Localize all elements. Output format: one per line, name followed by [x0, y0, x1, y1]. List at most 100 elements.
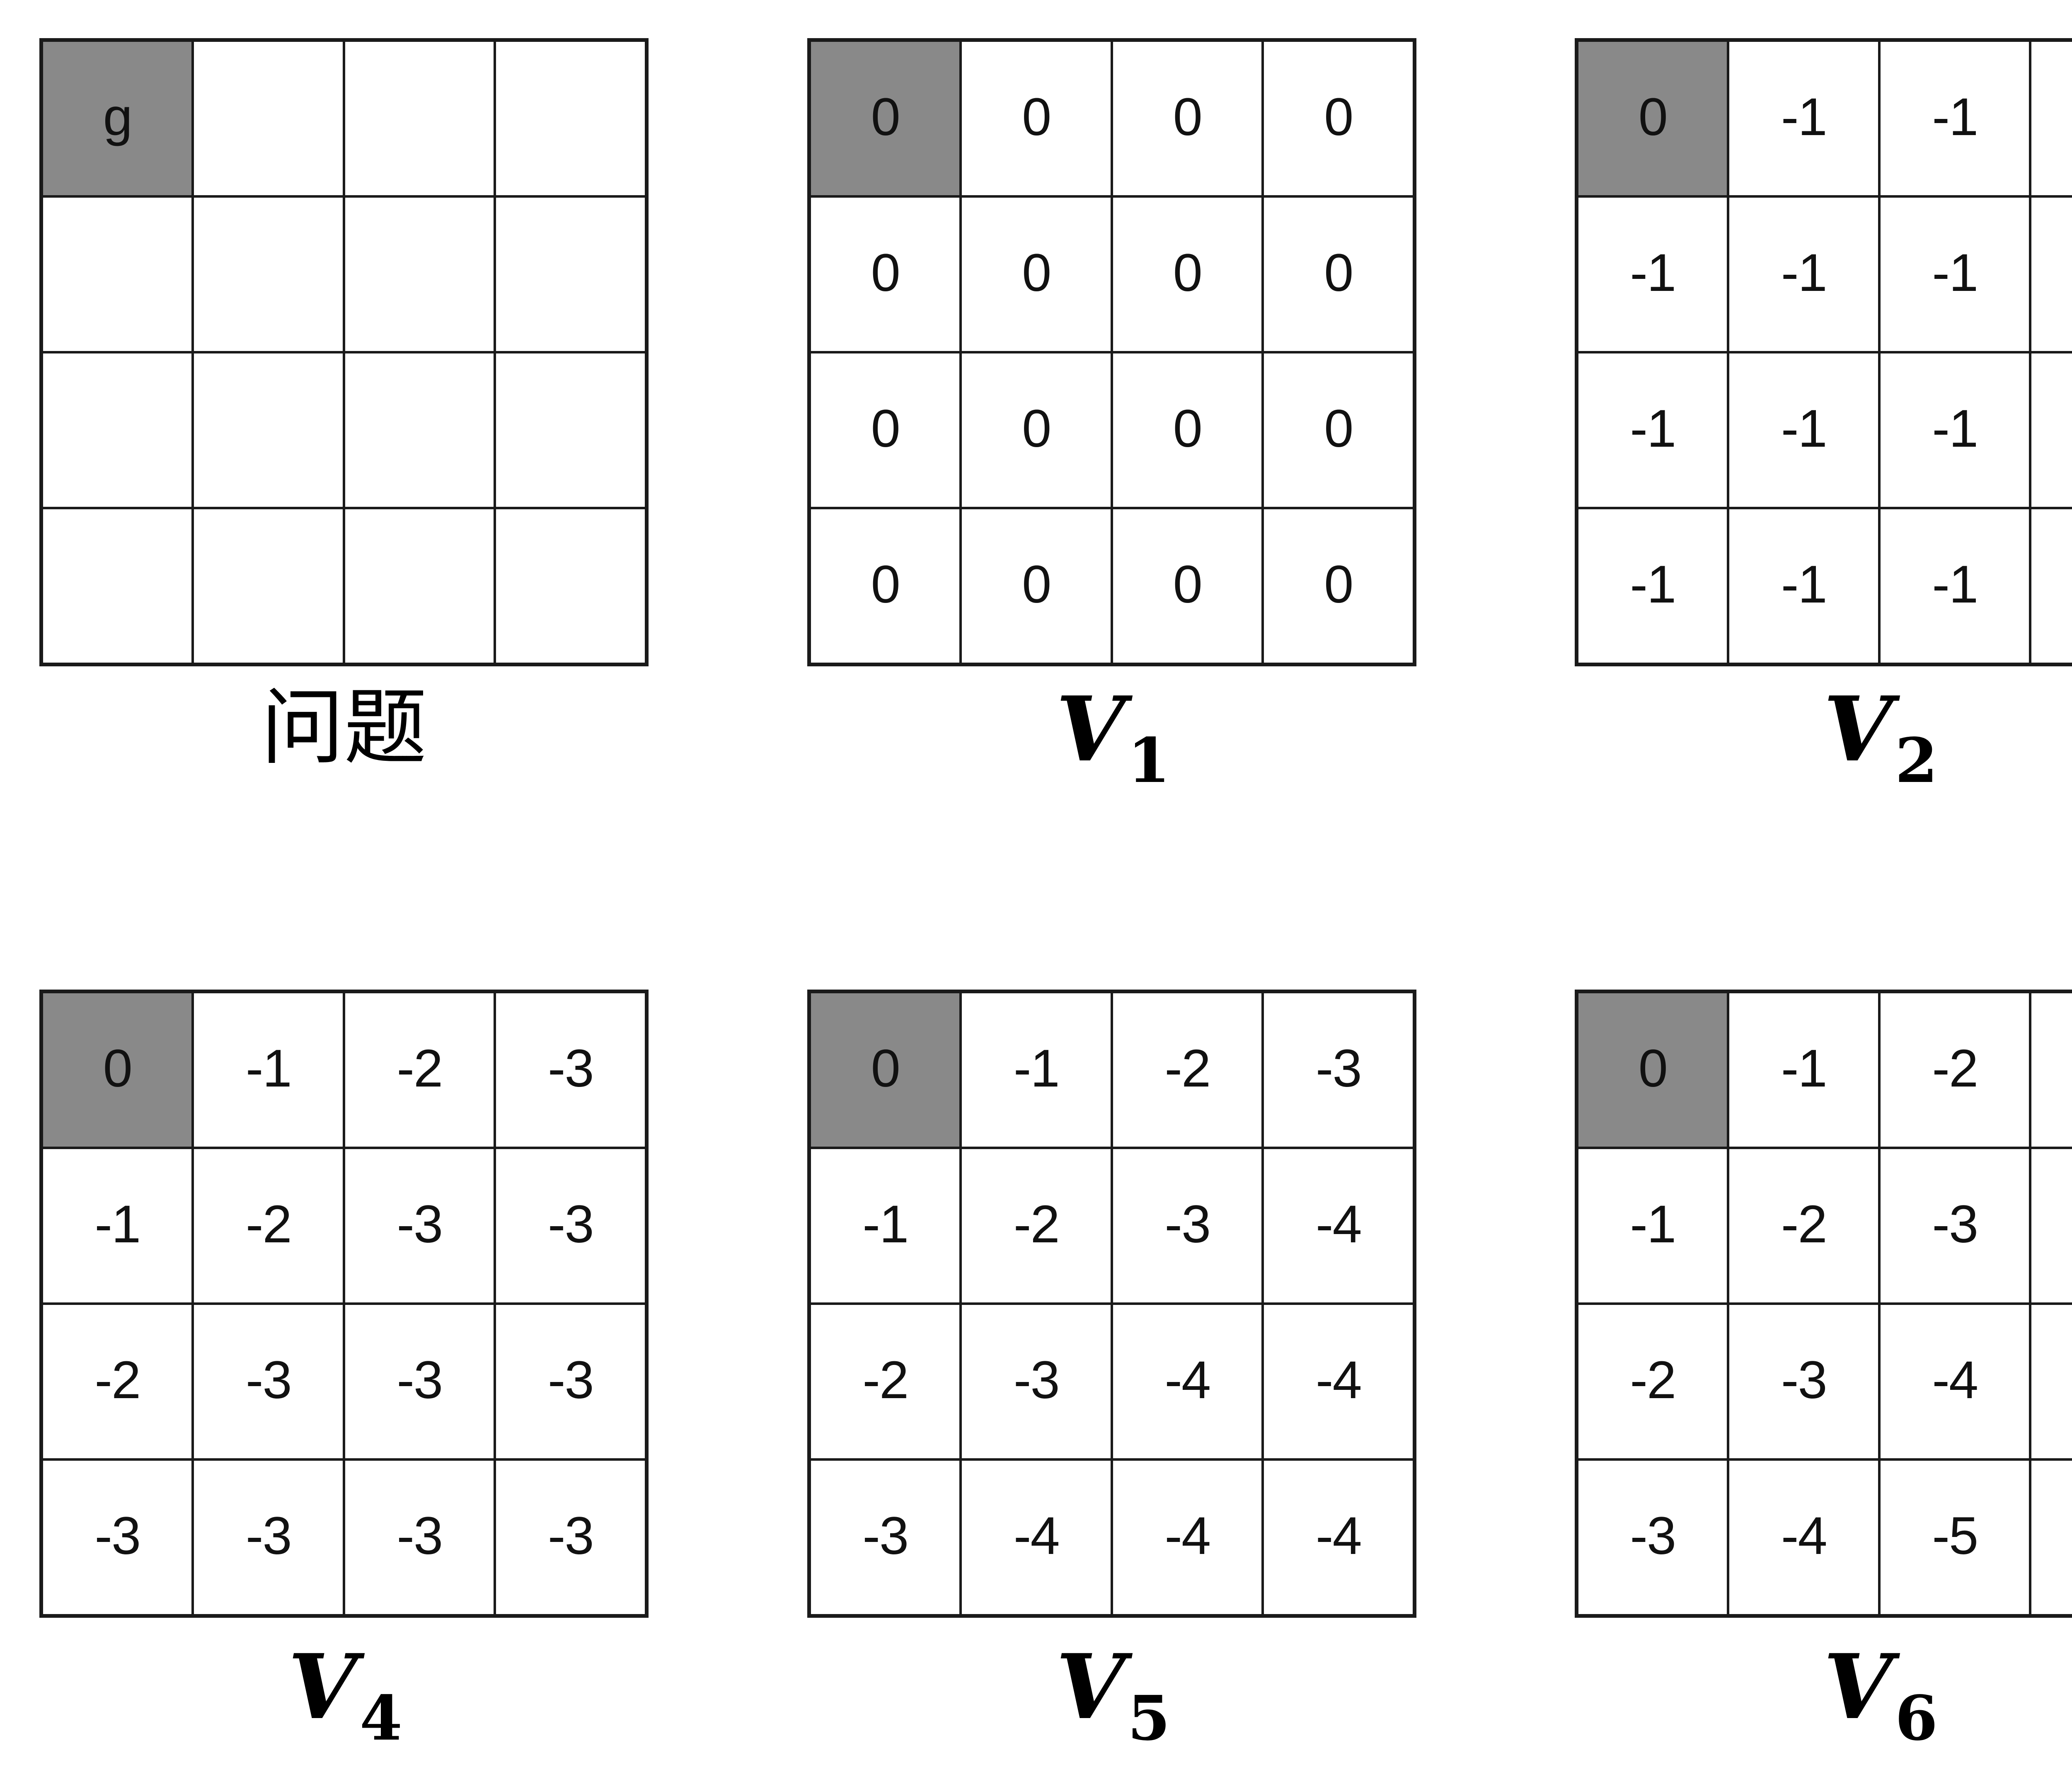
grid-cell	[342, 195, 496, 353]
grid-cell: -5	[1878, 1458, 2032, 1617]
grid-cell: -4	[959, 1458, 1113, 1617]
grid-cell: -3	[1261, 990, 1416, 1149]
grid-cell: -2	[1878, 990, 2032, 1149]
caption-symbol: V	[1056, 1634, 1125, 1739]
value-grid-v2: 0-1-1-1-1-1-1-1-1-1-1-1-1-1-1-1	[1575, 38, 2072, 666]
cell-value: -2	[1781, 1195, 1828, 1254]
grid-cell: -1	[2029, 351, 2072, 509]
grid-cell: -3	[494, 1302, 648, 1461]
grid-cell: 0	[959, 195, 1113, 353]
grid-cell: -1	[1575, 195, 1730, 353]
cell-value: 0	[1022, 243, 1051, 303]
cell-value	[44, 199, 190, 247]
grid-cell-start: 0	[1575, 39, 1730, 198]
cell-value: -4	[1315, 1350, 1362, 1410]
grid-cell: 0	[1110, 39, 1264, 198]
grid-cell: -1	[40, 1147, 194, 1305]
grid-row: -1-1-1-1	[1575, 507, 2072, 666]
cell-value	[195, 355, 341, 402]
cell-value	[346, 511, 493, 558]
grid-cell: -3	[342, 1147, 496, 1305]
grid-cell	[191, 351, 345, 509]
cell-value: 0	[1173, 399, 1203, 458]
grid-cell: 0	[1261, 195, 1416, 353]
cell-value: 0	[1324, 555, 1353, 614]
grid-row: -1-2-3-4	[808, 1147, 1416, 1305]
cell-value: -4	[1932, 1350, 1978, 1410]
cell-value	[497, 511, 644, 558]
caption-symbol: V	[288, 1634, 357, 1739]
cell-value: -3	[1164, 1195, 1211, 1254]
grid-cell: -3	[1727, 1302, 1881, 1461]
grid-cell-start: 0	[808, 990, 962, 1149]
grid-row	[40, 351, 648, 509]
cell-value: -3	[397, 1195, 443, 1254]
cell-value: -3	[547, 1506, 594, 1566]
grid-row: g	[40, 39, 648, 198]
cell-value	[497, 42, 644, 91]
cell-value: -1	[1013, 1039, 1060, 1098]
cell-value: -3	[1630, 1506, 1676, 1566]
grid-caption-v2: V2	[1575, 685, 2072, 791]
cell-value: 0	[1638, 87, 1668, 147]
grid-panel-v2: 0-1-1-1-1-1-1-1-1-1-1-1-1-1-1-1V2	[1575, 38, 2072, 791]
cell-value: 0	[103, 1039, 133, 1098]
cell-value: -3	[2033, 994, 2072, 1095]
grid-row: -1-2-3-4	[1575, 1147, 2072, 1305]
grid-row: 0-1-1-1	[1575, 39, 2072, 198]
grid-row: -2-3-4-4	[808, 1302, 1416, 1461]
cell-value	[44, 355, 190, 402]
cell-value	[497, 355, 644, 402]
caption-subscript: 1	[1127, 724, 1170, 796]
grid-cell: -4	[1261, 1458, 1416, 1617]
cell-value: -4	[1781, 1506, 1828, 1566]
grid-cell: -1	[2029, 195, 2072, 353]
grid-cell: -1	[1727, 507, 1881, 666]
cell-value: -1	[1932, 87, 1978, 147]
value-grid-problem: g	[39, 38, 649, 666]
grid-cell: -3	[494, 1147, 648, 1305]
grid-row: 0-1-2-3	[40, 990, 648, 1149]
grid-cell	[342, 351, 496, 509]
cell-value: -3	[547, 1350, 594, 1410]
cell-value: 0	[1324, 243, 1353, 303]
grid-cell: -3	[342, 1302, 496, 1461]
cell-value: -1	[1630, 243, 1676, 303]
grid-cell: 0	[959, 507, 1113, 666]
cell-value	[195, 199, 341, 247]
caption-symbol: V	[1823, 1634, 1893, 1739]
grid-cell-start: 0	[40, 990, 194, 1149]
grid-cell: -1	[1727, 990, 1881, 1149]
grid-cell	[40, 507, 194, 666]
cell-value: -5	[2033, 1306, 2072, 1407]
cell-value: 0	[871, 1039, 900, 1098]
cell-value: -3	[1781, 1350, 1828, 1410]
grid-cell: 0	[1261, 351, 1416, 509]
grid-row: -1-1-1-1	[1575, 195, 2072, 353]
caption-subscript: 5	[1127, 1682, 1170, 1754]
cell-value: 0	[871, 243, 900, 303]
cell-value	[346, 355, 493, 402]
grid-cell: -1	[1878, 195, 2032, 353]
cell-value	[497, 199, 644, 247]
cell-value: 0	[1022, 555, 1051, 614]
grid-cell	[40, 195, 194, 353]
grid-row	[40, 507, 648, 666]
grid-cell: -4	[2029, 1147, 2072, 1305]
cell-value: 0	[1173, 87, 1203, 147]
cell-value: -1	[2033, 199, 2072, 300]
cell-value: -1	[94, 1195, 141, 1254]
cell-value: -1	[245, 1039, 292, 1098]
grid-row: -3-4-4-4	[808, 1458, 1416, 1617]
cell-value: 0	[1173, 243, 1203, 303]
cell-value: -3	[862, 1506, 909, 1566]
cell-value: 0	[1022, 87, 1051, 147]
grid-cell: -3	[191, 1458, 345, 1617]
